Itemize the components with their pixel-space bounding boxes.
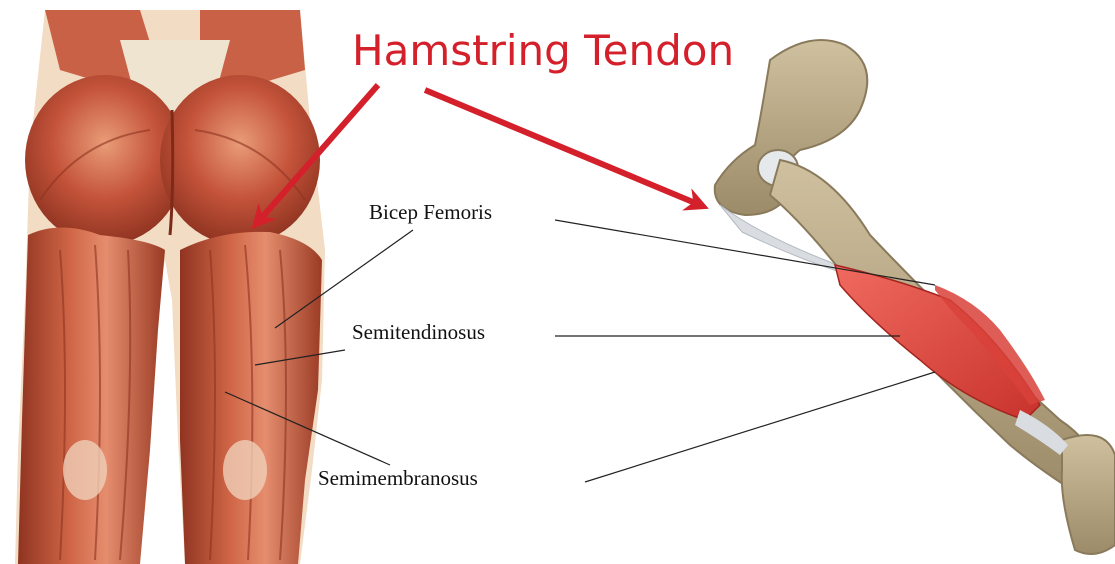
leader-semimem-right <box>585 372 935 482</box>
knee-hollow-left <box>63 440 107 500</box>
gluteus-right <box>160 75 320 245</box>
label-biceps-femoris: Bicep Femoris <box>369 202 492 223</box>
arrow-icon <box>425 90 700 205</box>
posterior-legs-illustration <box>15 10 325 564</box>
diagram-title: Hamstring Tendon <box>352 30 734 72</box>
thigh-left <box>18 228 165 564</box>
pelvis-femur-illustration <box>715 40 1115 554</box>
leader-lines <box>225 220 935 482</box>
tibia-bone <box>1062 435 1115 554</box>
label-semimembranosus: Semimembranosus <box>318 468 478 489</box>
label-semitendinosus: Semitendinosus <box>352 322 485 343</box>
knee-hollow-right <box>223 440 267 500</box>
